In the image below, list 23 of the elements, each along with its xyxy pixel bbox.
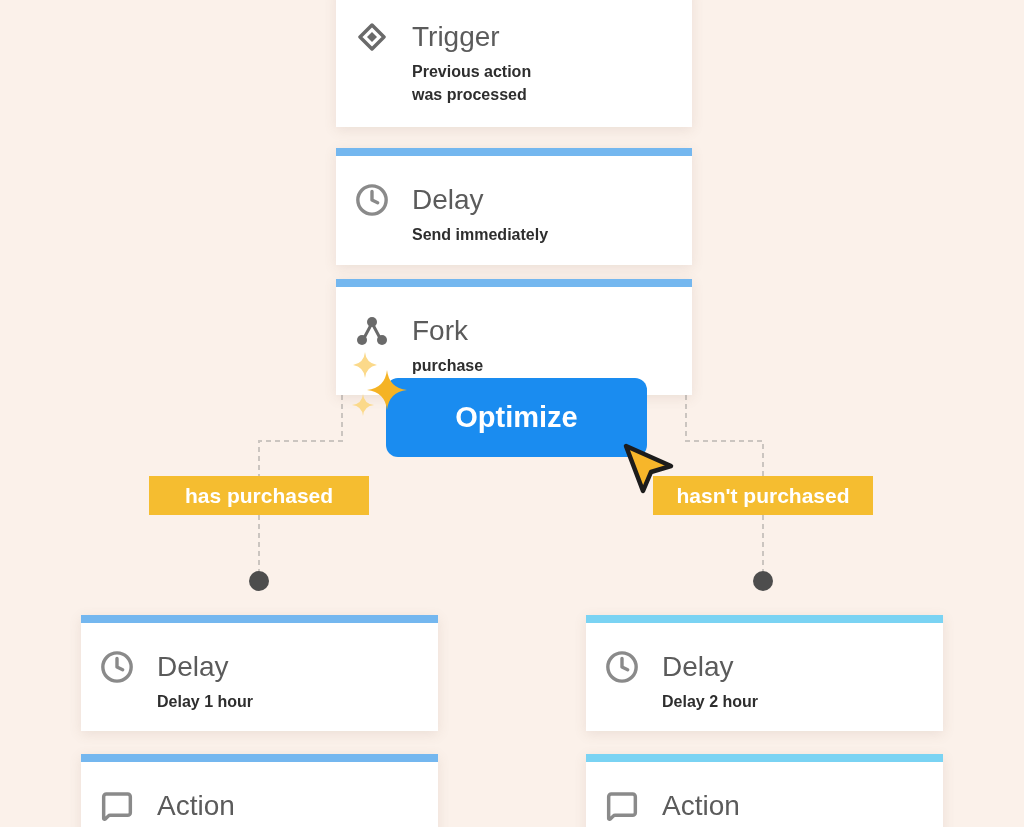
condition-tag: hasn't purchased xyxy=(653,476,873,515)
connector-line xyxy=(685,394,764,477)
step-card xyxy=(586,615,943,731)
step-title: Delay xyxy=(412,183,484,217)
step-description: purchase xyxy=(412,356,485,376)
step-description: Previous action was processed xyxy=(412,62,533,105)
step-card xyxy=(336,0,692,127)
optimize-button: Optimize xyxy=(386,378,647,457)
step-title: Fork xyxy=(412,314,468,348)
step-card xyxy=(336,148,692,265)
step-title: Delay xyxy=(157,650,229,684)
condition-tag: has purchased xyxy=(149,476,369,515)
step-title: Delay xyxy=(662,650,734,684)
step-description: Delay 2 hour xyxy=(662,692,760,712)
step-description: Delay 1 hour xyxy=(157,692,255,712)
step-description: Send immediately xyxy=(412,225,550,245)
connector-line xyxy=(762,514,764,572)
step-card xyxy=(81,615,438,731)
connector-line xyxy=(258,394,343,477)
step-title: Action xyxy=(662,789,740,823)
connector-line xyxy=(258,514,260,572)
step-title: Action xyxy=(157,789,235,823)
step-title: Trigger xyxy=(412,20,500,54)
